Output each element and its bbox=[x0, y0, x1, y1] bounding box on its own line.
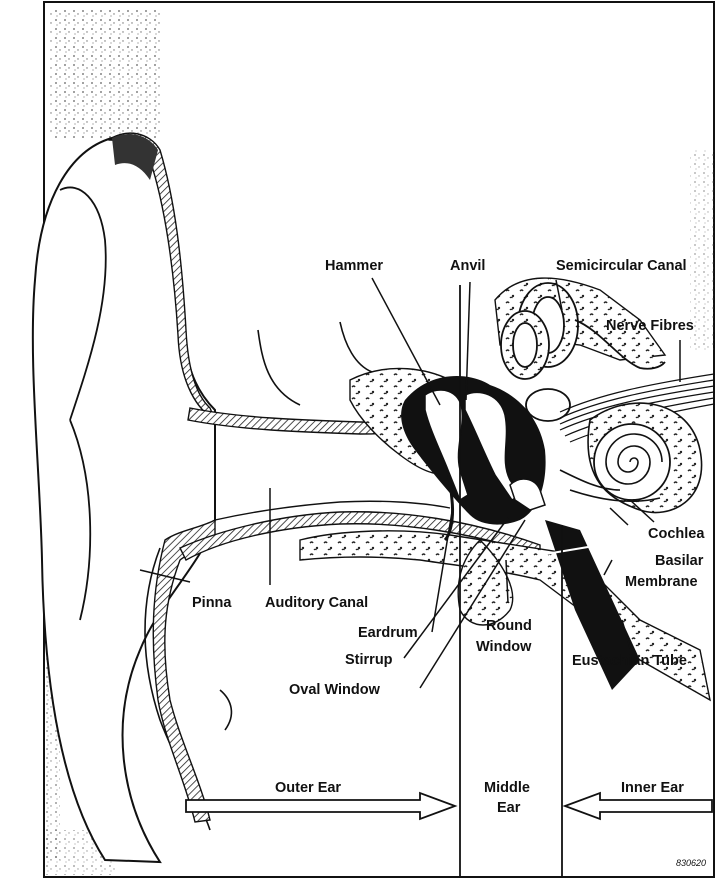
label-membrane: Membrane bbox=[625, 574, 698, 590]
label-round: Round bbox=[486, 618, 532, 634]
label-cochlea: Cochlea bbox=[648, 526, 705, 542]
label-nerve-fibres: Nerve Fibres bbox=[606, 318, 694, 334]
figure-id: 830620 bbox=[676, 858, 706, 868]
label-eardrum: Eardrum bbox=[358, 625, 418, 641]
label-basilar: Basilar bbox=[655, 553, 704, 569]
label-anvil: Anvil bbox=[450, 258, 485, 274]
label-hammer: Hammer bbox=[325, 258, 383, 274]
label-semicircular-canal: Semicircular Canal bbox=[556, 258, 687, 274]
speckle-top-left bbox=[50, 8, 160, 138]
label-oval-window: Oval Window bbox=[289, 682, 381, 698]
section-outer-ear: Outer Ear bbox=[275, 780, 341, 796]
section-inner-ear: Inner Ear bbox=[621, 780, 684, 796]
label-pinna: Pinna bbox=[192, 595, 232, 611]
label-eustachian-tube: Eustachian Tube bbox=[572, 653, 687, 669]
label-stirrup: Stirrup bbox=[345, 652, 393, 668]
label-auditory-canal: Auditory Canal bbox=[265, 595, 368, 611]
section-ear: Ear bbox=[497, 800, 521, 816]
label-window: Window bbox=[476, 639, 532, 655]
section-middle: Middle bbox=[484, 780, 530, 796]
